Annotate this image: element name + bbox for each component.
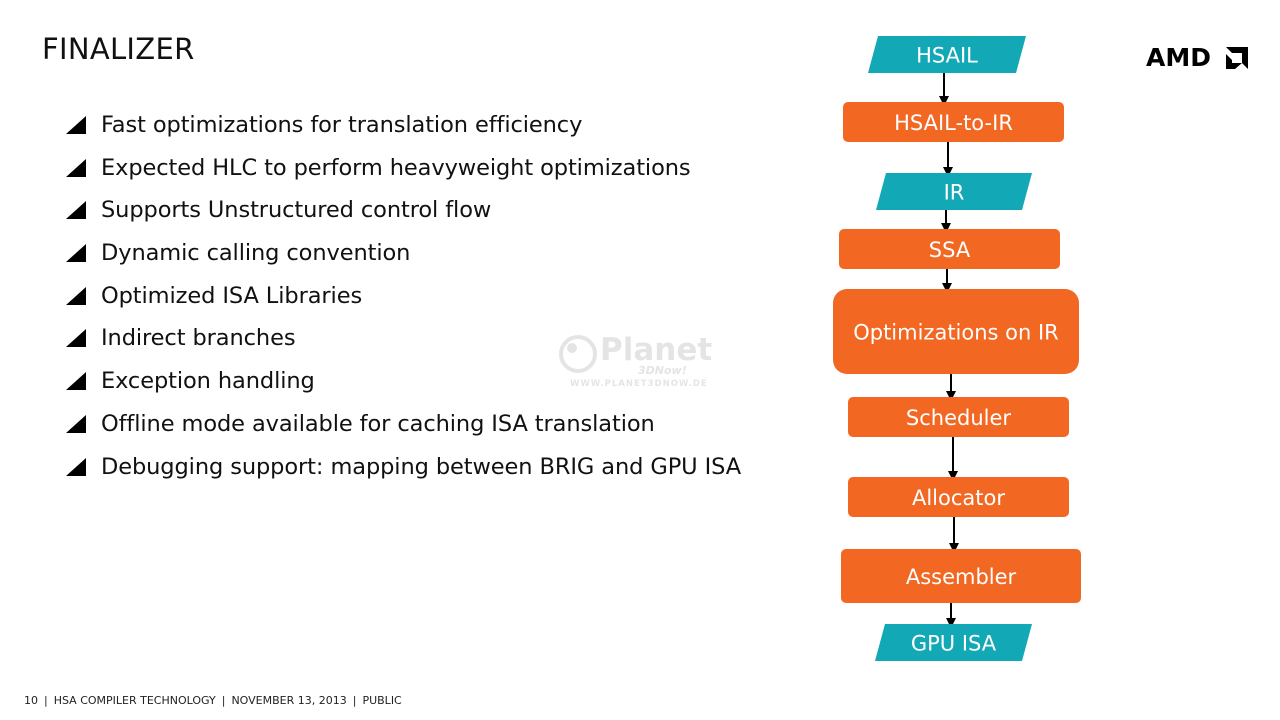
flow-node-box — [841, 549, 1081, 603]
flow-node-scheduler: Scheduler — [848, 397, 1069, 437]
flow-node-hsail: HSAIL — [868, 36, 1026, 73]
bullet-text: Fast optimizations for translation effic… — [101, 112, 583, 138]
slide-footer: 10 | HSA COMPILER TECHNOLOGY | NOVEMBER 13, … — [24, 694, 408, 707]
footer-separator: | — [352, 694, 357, 707]
bullet-text: Indirect branches — [101, 325, 296, 352]
flow-node-box — [848, 397, 1069, 437]
bullet-text: Supports Unstructured control flow — [101, 197, 492, 224]
flow-node-label: GPU ISA — [911, 632, 997, 656]
flow-node-label: Scheduler — [906, 406, 1011, 430]
flow-node-label: IR — [944, 181, 965, 205]
list-item: Debugging support: mapping between BRIG … — [66, 452, 741, 495]
flow-node-allocator: Allocator — [848, 477, 1069, 517]
flow-node-box — [843, 102, 1064, 142]
list-item: Offline mode available for caching ISA t… — [66, 409, 741, 452]
bullet-text: Debugging support: mapping between BRIG … — [101, 453, 742, 480]
flow-node-gpu-isa: GPU ISA — [875, 624, 1032, 661]
flow-node-label: Assembler — [906, 565, 1017, 589]
list-item: Indirect branches — [66, 323, 741, 366]
flow-node-parallelogram — [875, 624, 1032, 661]
flow-node-parallelogram — [868, 36, 1026, 73]
flow-node-label: Allocator — [912, 486, 1005, 510]
flow-node-assembler: Assembler — [841, 549, 1081, 603]
triangle-bullet-icon — [66, 116, 86, 134]
footer-classification: PUBLIC — [362, 694, 402, 707]
footer-date: NOVEMBER 13, 2013 — [231, 694, 347, 707]
footer-separator: | — [221, 694, 226, 707]
triangle-bullet-icon — [66, 457, 86, 476]
page-number: 10 — [24, 694, 38, 707]
flow-node-label: SSA — [929, 238, 971, 262]
bullet-text: Dynamic calling convention — [101, 240, 411, 267]
slide-title: FINALIZER — [42, 32, 195, 66]
flow-node-label: HSAIL — [916, 44, 978, 68]
flow-node-ir: IR — [876, 173, 1032, 210]
triangle-bullet-icon — [66, 286, 86, 305]
triangle-bullet-icon — [66, 414, 86, 433]
bullet-text: Expected HLC to perform heavyweight opti… — [101, 154, 691, 181]
planet-icon — [559, 335, 597, 373]
amd-arrow-icon — [1226, 47, 1248, 69]
amd-logo-text: AMD — [1146, 43, 1211, 72]
flow-node-label: Optimizations on IR — [853, 321, 1059, 345]
watermark-url: WWW.PLANET3DNOW.DE — [570, 379, 708, 389]
list-item: Exception handling — [66, 366, 741, 409]
triangle-bullet-icon — [66, 244, 86, 263]
list-item: Expected HLC to perform heavyweight opti… — [66, 153, 741, 196]
list-item: Dynamic calling convention — [66, 238, 741, 281]
flow-node-label: HSAIL-to-IR — [894, 111, 1013, 135]
bullet-list: Fast optimizations for translation effic… — [66, 110, 741, 494]
flow-node-hsail-to-ir: HSAIL-to-IR — [843, 102, 1064, 142]
triangle-bullet-icon — [66, 372, 86, 391]
list-item: Fast optimizations for translation effic… — [66, 110, 741, 153]
bullet-text: Exception handling — [101, 368, 315, 395]
footer-section: HSA COMPILER TECHNOLOGY — [53, 694, 216, 707]
amd-logo: AMD — [1146, 44, 1250, 72]
flow-node-box — [833, 289, 1079, 374]
footer-separator: | — [44, 694, 48, 707]
triangle-bullet-icon — [66, 158, 86, 177]
list-item: Supports Unstructured control flow — [66, 195, 741, 238]
triangle-bullet-icon — [66, 201, 86, 220]
bullet-text: Optimized ISA Libraries — [101, 282, 363, 309]
flow-node-ssa: SSA — [839, 229, 1060, 269]
flow-node-box — [848, 477, 1069, 517]
watermark-sub: 3DNow! — [638, 364, 687, 377]
watermark-brand: Planet — [600, 332, 713, 368]
flow-node-box — [839, 229, 1060, 269]
planet3dnow-watermark: Planet 3DNow! WWW.PLANET3DNOW.DE — [558, 330, 728, 392]
flow-node-parallelogram — [876, 173, 1032, 210]
bullet-text: Offline mode available for caching ISA t… — [101, 410, 655, 437]
flow-node-optimizations-on-ir: Optimizations on IR — [833, 289, 1079, 374]
list-item: Optimized ISA Libraries — [66, 281, 741, 324]
triangle-bullet-icon — [66, 329, 86, 348]
